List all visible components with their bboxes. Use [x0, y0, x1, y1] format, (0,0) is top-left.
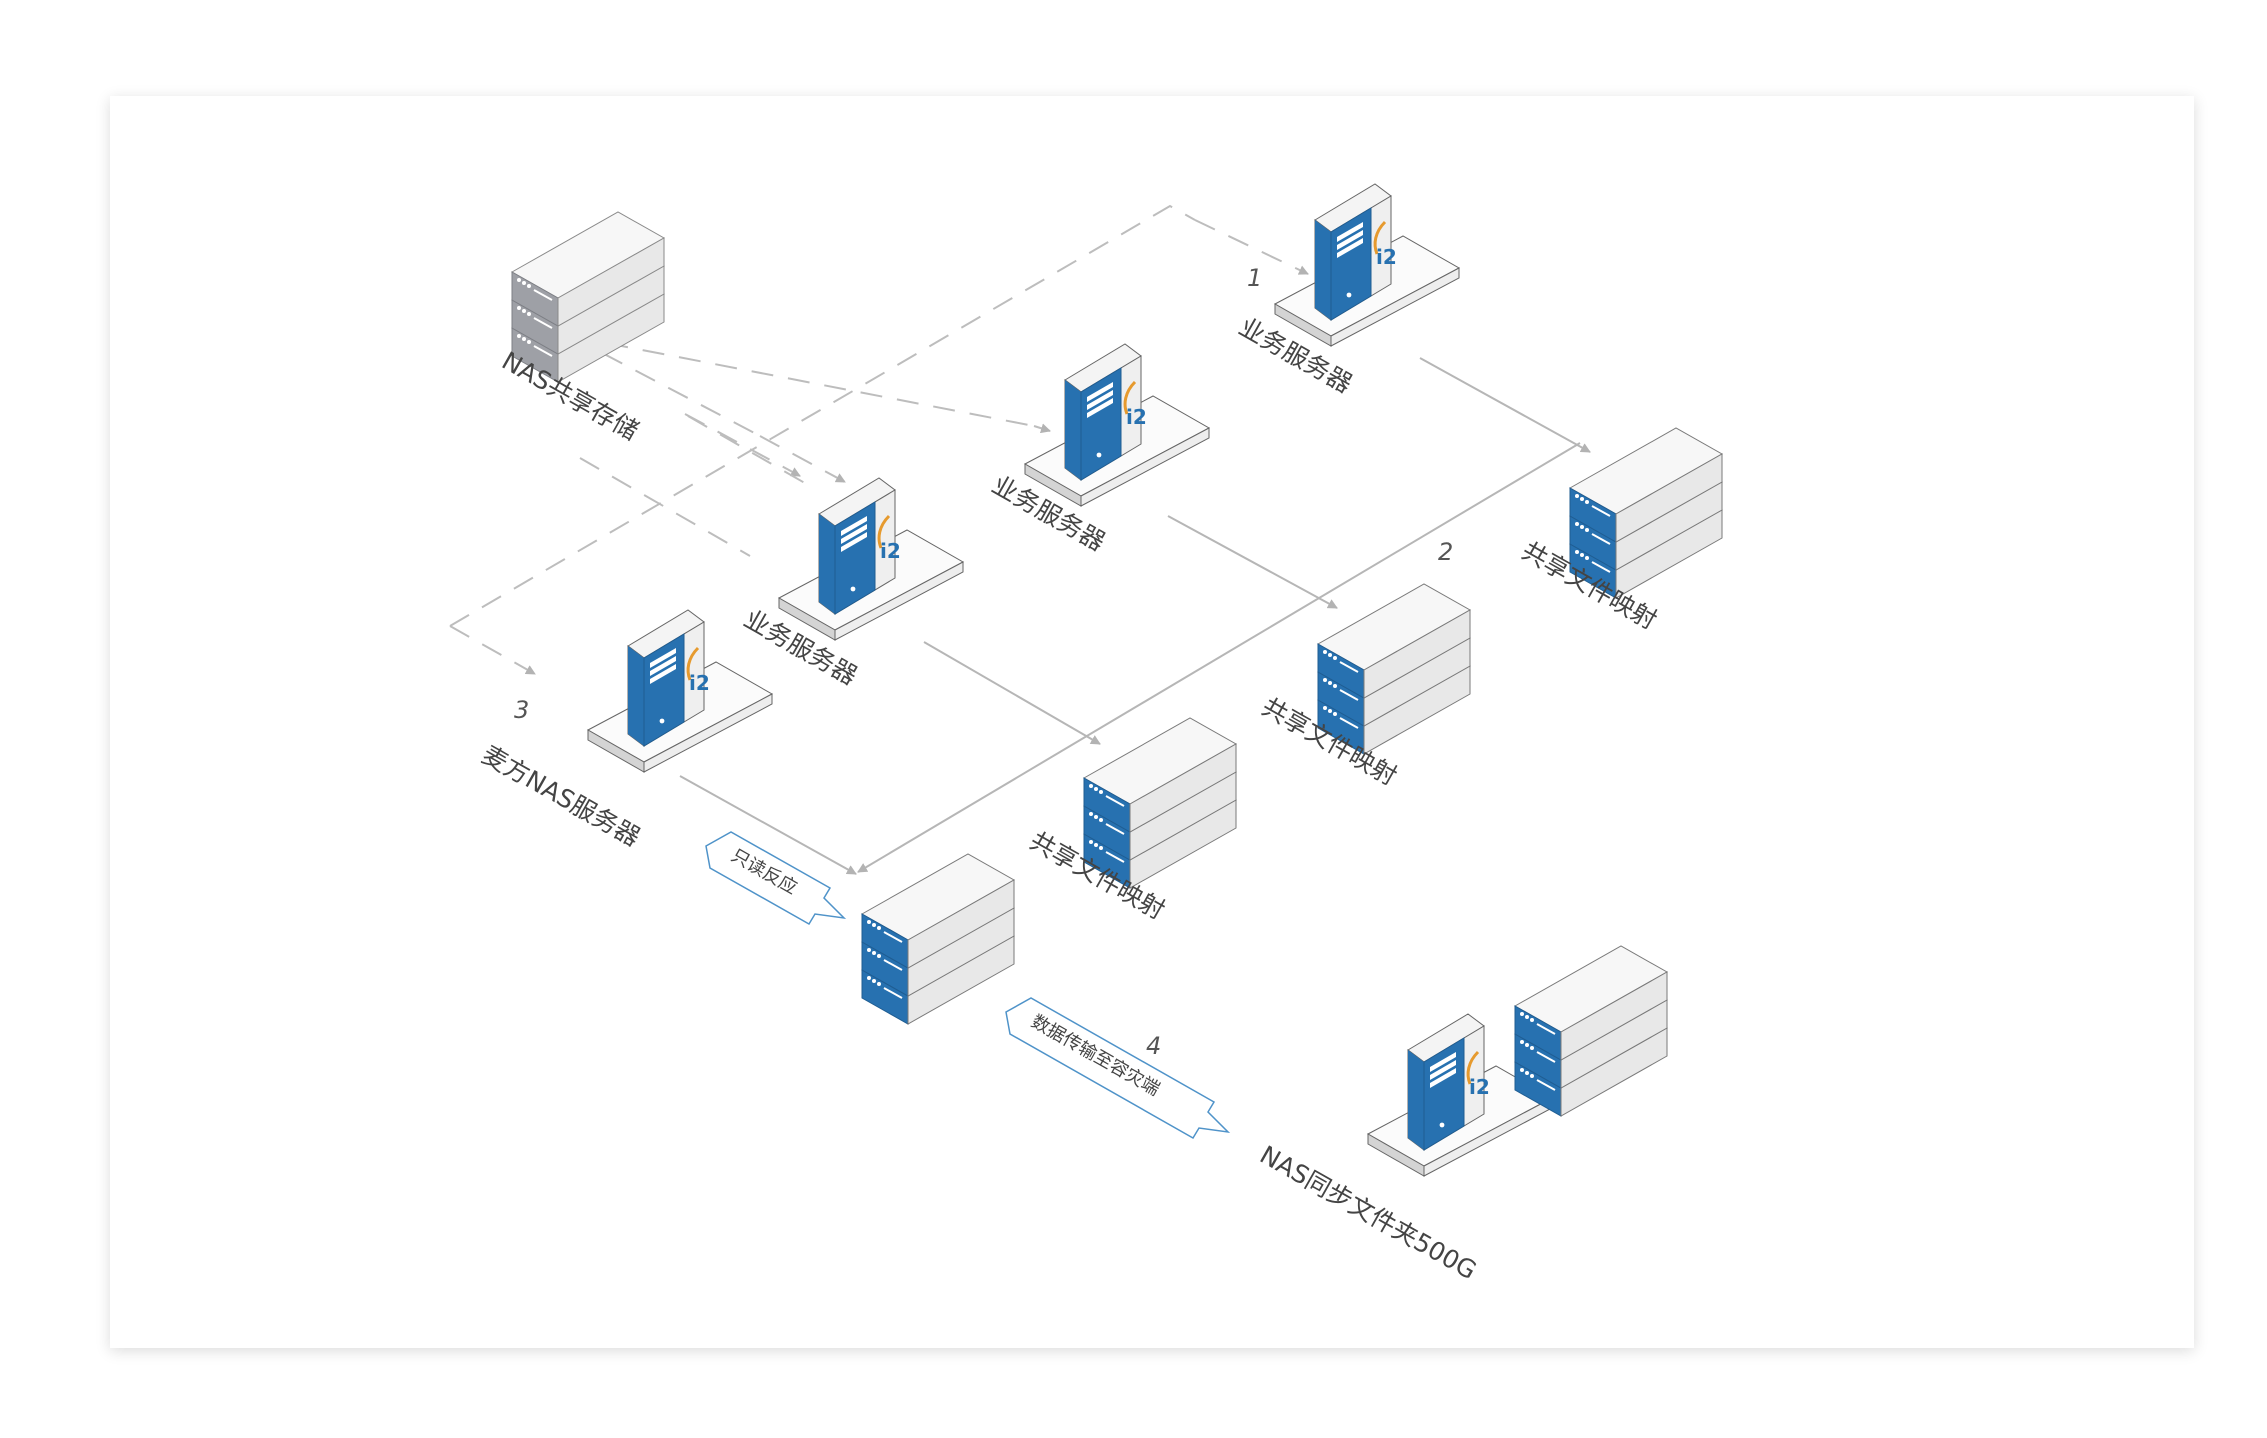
solid-connectors: [679, 357, 1591, 875]
dr-storage: [1514, 945, 1668, 1117]
dashed-connectors: [449, 204, 1309, 675]
diagram-card: i2: [110, 96, 2194, 1348]
readonly-callout: 只读反应: [705, 831, 847, 926]
share-storage-3: [1083, 717, 1237, 889]
business-server-2: [1023, 342, 1211, 508]
step-4: 4: [1146, 1032, 1161, 1060]
central-storage: [861, 853, 1015, 1025]
step-2: 2: [1438, 538, 1453, 566]
step-1: 1: [1247, 264, 1262, 292]
business-server-1: [1273, 182, 1461, 348]
topology-diagram: i2: [449, 182, 1723, 1285]
business-server-3: [777, 476, 965, 642]
share-storage-2: [1317, 583, 1471, 755]
step-3: 3: [514, 696, 529, 724]
transfer-callout: 数据传输至容灾端: [1005, 997, 1231, 1140]
nas-server: [586, 608, 774, 774]
nas-storage-rack: [511, 211, 665, 383]
